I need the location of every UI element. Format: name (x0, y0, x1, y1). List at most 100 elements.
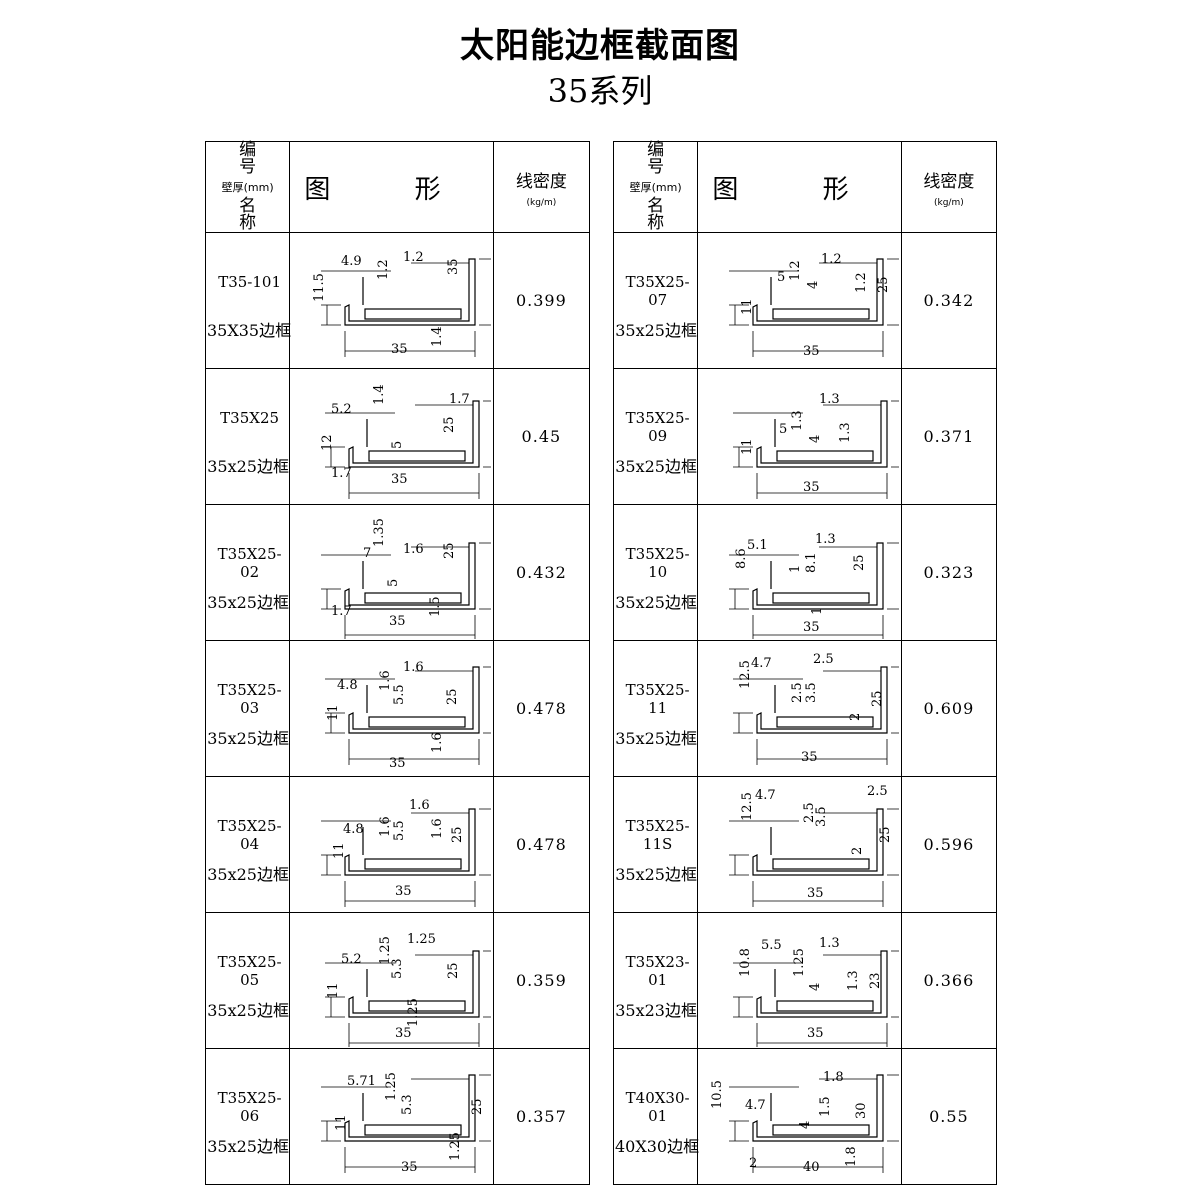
dimension-label: 1.3 (819, 936, 840, 951)
dimension-label: 5 (386, 578, 401, 586)
dimension-label: 1.6 (403, 542, 424, 557)
profile-outline (729, 541, 900, 639)
dimension-label: 35 (401, 1160, 418, 1175)
width-dimension-line (345, 1146, 476, 1173)
dimension-label: 12.5 (740, 792, 755, 821)
dimension-label: 23 (868, 972, 883, 989)
lip-dimension-line (325, 996, 346, 1017)
profile-outline (729, 1073, 900, 1173)
header-density-label: 线密度 (923, 171, 975, 192)
profile-code: T35X25-09 (625, 409, 690, 445)
profile-name: 35x25边框 (615, 457, 697, 476)
height-dimension-line (887, 1074, 900, 1141)
dimension-label: 1.3 (790, 410, 805, 431)
height-dimension-line (887, 808, 900, 875)
profile-name: 35x25边框 (207, 593, 289, 612)
profile-code: T35X25-06 (217, 1089, 282, 1125)
dimension-label: 5 (390, 440, 405, 448)
dimension-label: 1.7 (331, 604, 352, 619)
linear-density-value: 0.359 (492, 912, 591, 1049)
dimension-label: 4.7 (751, 656, 772, 671)
width-dimension-line (757, 472, 888, 499)
header-thickness-label: 壁厚(mm) (221, 181, 274, 194)
dimension-label: 1.25 (378, 936, 393, 965)
dimension-label: 7 (363, 546, 371, 561)
linear-density-value: 0.596 (900, 776, 998, 913)
profile-name: 35x25边框 (615, 729, 697, 748)
profile-outline (325, 949, 492, 1047)
dimension-label: 1.7 (331, 466, 352, 481)
dimension-label: 11 (326, 982, 341, 999)
profile-code: T35X23-01 (625, 953, 690, 989)
height-dimension-line (479, 808, 492, 875)
leader-lines (729, 1078, 878, 1087)
dimension-label: 1.4 (430, 326, 445, 347)
profile-code: T35X25-05 (217, 953, 282, 989)
profile-outline (733, 665, 900, 765)
leader-lines (325, 954, 474, 963)
dimension-label: 5.1 (747, 538, 768, 553)
profile-name: 35x25边框 (207, 457, 289, 476)
width-dimension-line (345, 614, 476, 639)
frame-cavity (368, 999, 467, 1012)
height-dimension-line (887, 542, 900, 609)
dimension-label: 35 (391, 342, 408, 357)
leader-lines (733, 954, 882, 963)
header-name-label: 名 称 (647, 196, 679, 233)
dimension-label: 1.3 (815, 532, 836, 547)
dimension-label: 30 (854, 1102, 869, 1119)
dimension-label: 2 (749, 1156, 757, 1171)
dimension-label: 1.5 (428, 596, 443, 617)
dimension-label: 35 (446, 258, 461, 275)
linear-density-value: 0.432 (492, 504, 591, 641)
height-dimension-line (483, 400, 492, 467)
width-dimension-line (753, 880, 884, 907)
height-dimension-line (891, 666, 900, 733)
dimension-label: 5.3 (400, 1094, 415, 1115)
header-density-unit: (kg/m) (526, 197, 557, 208)
dimension-label: 1.2 (821, 252, 842, 267)
frame-cavity (364, 591, 463, 604)
width-dimension-line (753, 614, 884, 639)
width-dimension-line (753, 330, 884, 357)
linear-density-value: 0.357 (492, 1048, 591, 1185)
header-code-label: 编 号 (239, 140, 271, 177)
dimension-label: 35 (395, 1026, 412, 1041)
dimension-label: 5.71 (347, 1074, 376, 1089)
dimension-label: 1.6 (430, 732, 445, 753)
profile-code: T35X25-04 (217, 817, 282, 853)
dimension-label: 12 (320, 434, 335, 451)
height-dimension-line (891, 400, 900, 467)
frame-wall (756, 949, 889, 1018)
dimension-label: 1.3 (838, 422, 853, 443)
dimension-label: 35 (801, 750, 818, 765)
dimension-label: 25 (445, 688, 460, 705)
dimension-label: 5.2 (341, 952, 362, 967)
width-dimension-line (757, 1022, 888, 1047)
dimension-label: 25 (470, 1098, 485, 1115)
dimension-label: 5 (779, 422, 787, 437)
profile-code: T35X25-07 (625, 273, 690, 309)
lip-dimension-line (321, 304, 342, 325)
dimension-label: 25 (450, 826, 465, 843)
dimension-label: 35 (807, 886, 824, 901)
profile-code: T35X25-02 (217, 545, 282, 581)
leader-lines (733, 670, 882, 679)
profile-outline (733, 399, 900, 499)
dimension-label: 11.5 (312, 273, 327, 302)
height-dimension-line (483, 950, 492, 1017)
dimension-label: 1.8 (823, 1070, 844, 1085)
header-code-label: 编 号 (647, 140, 679, 177)
frame-wall (752, 1073, 885, 1142)
lip-dimension-line (321, 1120, 342, 1141)
frame-wall (752, 541, 885, 610)
